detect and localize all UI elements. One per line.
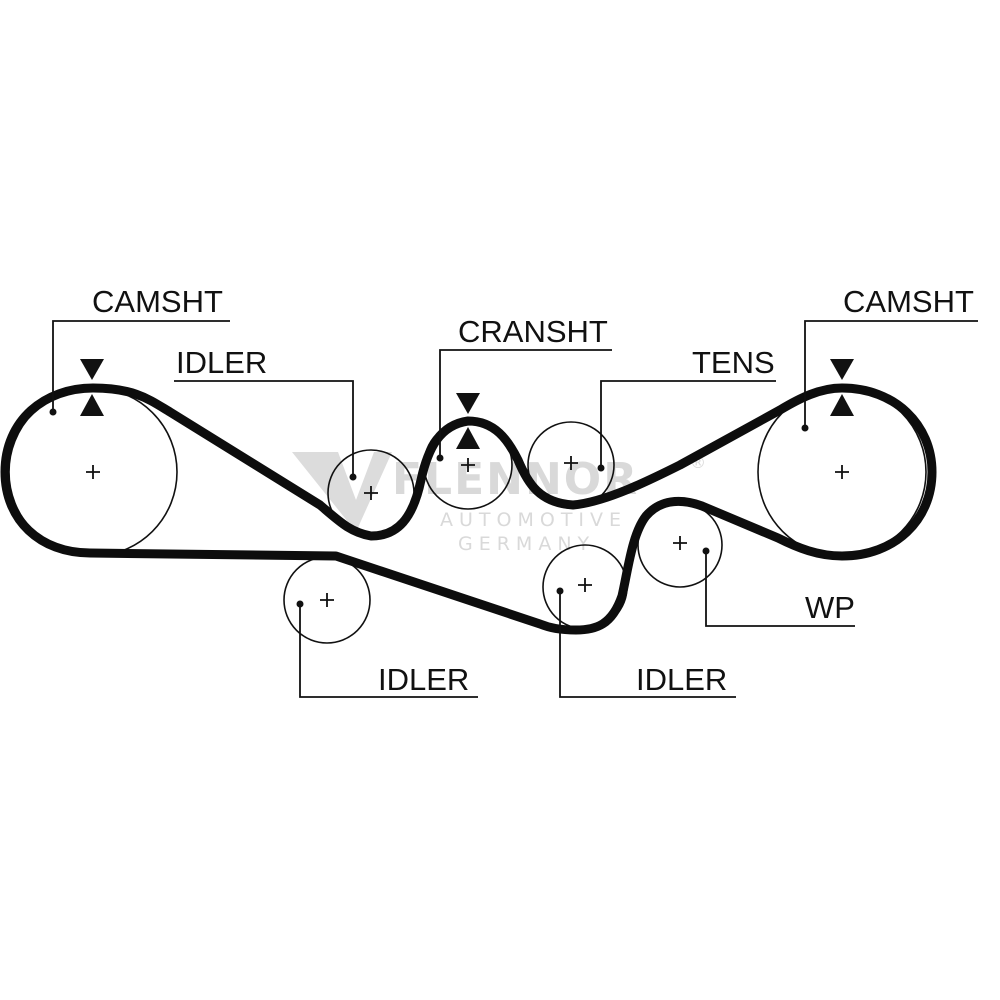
label-tensioner: TENS: [692, 345, 775, 380]
leader-tensioner: [600, 380, 776, 468]
dot-camshaft-right: [801, 424, 809, 432]
leader-water-pump: [705, 551, 855, 627]
dot-idler-upper: [349, 473, 357, 481]
watermark-line2: GERMANY: [458, 533, 595, 555]
center-cross-camshaft-left: [86, 465, 100, 479]
leader-camshaft-right: [804, 320, 978, 428]
label-idler-lower-left: IDLER: [378, 662, 469, 697]
component-labels: CAMSHT IDLER CRANSHT TENS CAMSHT WP IDLE…: [92, 284, 974, 697]
center-cross-crankshaft: [461, 458, 475, 472]
flennor-v-logo-icon: [292, 452, 392, 532]
timing-mark-camshaft-right: [830, 359, 854, 416]
center-cross-tensioner: [564, 456, 578, 470]
leader-crankshaft: [439, 349, 612, 458]
watermark: FLENNOR ® AUTOMOTIVE GERMANY: [292, 452, 706, 555]
dot-crankshaft: [436, 454, 444, 462]
timing-mark-up-triangle-icon: [830, 394, 854, 416]
timing-belt: [0, 383, 937, 635]
dot-idler-lower-left: [296, 600, 304, 608]
timing-mark-up-triangle-icon: [456, 427, 480, 449]
center-cross-idler-lower-left: [320, 593, 334, 607]
dot-idler-lower-right: [556, 587, 564, 595]
center-cross-idler-upper: [364, 486, 378, 500]
label-water-pump: WP: [805, 590, 855, 625]
watermark-line1: AUTOMOTIVE: [440, 509, 627, 531]
timing-mark-crankshaft: [456, 393, 480, 449]
center-cross-water-pump: [673, 536, 687, 550]
timing-mark-camshaft-left: [80, 359, 104, 416]
timing-mark-down-triangle-icon: [456, 393, 480, 414]
leader-dots: [49, 408, 809, 608]
leader-lines: [52, 320, 978, 698]
center-cross-idler-lower-right: [578, 578, 592, 592]
label-idler-lower-right: IDLER: [636, 662, 727, 697]
timing-mark-up-triangle-icon: [80, 394, 104, 416]
leader-camshaft-left: [52, 320, 230, 412]
dot-camshaft-left: [49, 408, 57, 416]
label-camshaft-right: CAMSHT: [843, 284, 974, 319]
center-marks: [86, 456, 849, 607]
leader-idler-lower-right: [559, 591, 736, 698]
dot-tensioner: [597, 464, 605, 472]
dot-water-pump: [702, 547, 710, 555]
center-cross-camshaft-right: [835, 465, 849, 479]
timing-marks: [80, 359, 854, 449]
timing-mark-down-triangle-icon: [80, 359, 104, 380]
label-idler-upper: IDLER: [176, 345, 267, 380]
leader-idler-upper: [174, 380, 354, 477]
timing-mark-down-triangle-icon: [830, 359, 854, 380]
label-camshaft-left: CAMSHT: [92, 284, 223, 319]
leader-idler-lower-left: [299, 604, 478, 698]
label-crankshaft: CRANSHT: [458, 314, 608, 349]
